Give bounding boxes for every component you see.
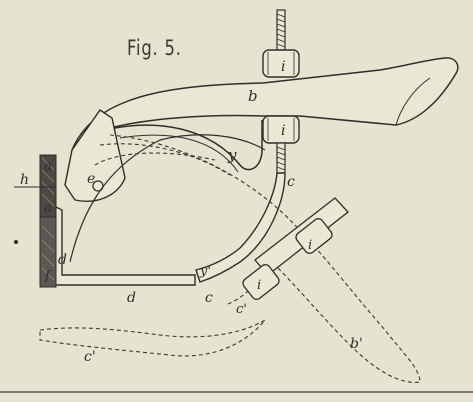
label-i-right: i — [308, 238, 312, 253]
lower-bolt — [276, 142, 286, 174]
jaw-arm-c — [195, 172, 286, 283]
label-y: y — [227, 146, 237, 164]
label-c-prime: c' — [84, 349, 96, 365]
threaded-bolt — [276, 9, 286, 51]
label-e: e — [87, 171, 95, 187]
label-a-mid: a — [44, 201, 52, 216]
label-y-prime: y' — [199, 264, 211, 279]
label-c-lower: c — [205, 290, 213, 306]
label-h: h — [20, 172, 29, 188]
rotated-bar — [242, 197, 349, 300]
label-f: f — [44, 269, 52, 284]
label-c: c — [287, 174, 295, 190]
label-b-prime: b' — [350, 336, 363, 352]
label-a-top: a — [44, 159, 52, 174]
label-i-mid: i — [257, 278, 261, 293]
frame-d — [51, 203, 196, 286]
figure-title: Fig. 5. — [127, 36, 182, 60]
stray-dot — [14, 240, 18, 244]
label-b: b — [248, 87, 258, 105]
spring-y — [114, 120, 263, 171]
upper-nut — [262, 49, 300, 78]
label-d-vertical: d — [58, 252, 67, 268]
label-i-lower: i — [281, 123, 285, 139]
label-d-horizontal: d — [127, 290, 136, 306]
lever-arm-b — [71, 57, 459, 168]
label-c-prime-small: c' — [236, 302, 247, 317]
workpiece-block — [39, 154, 57, 288]
label-i-top: i — [281, 59, 285, 75]
